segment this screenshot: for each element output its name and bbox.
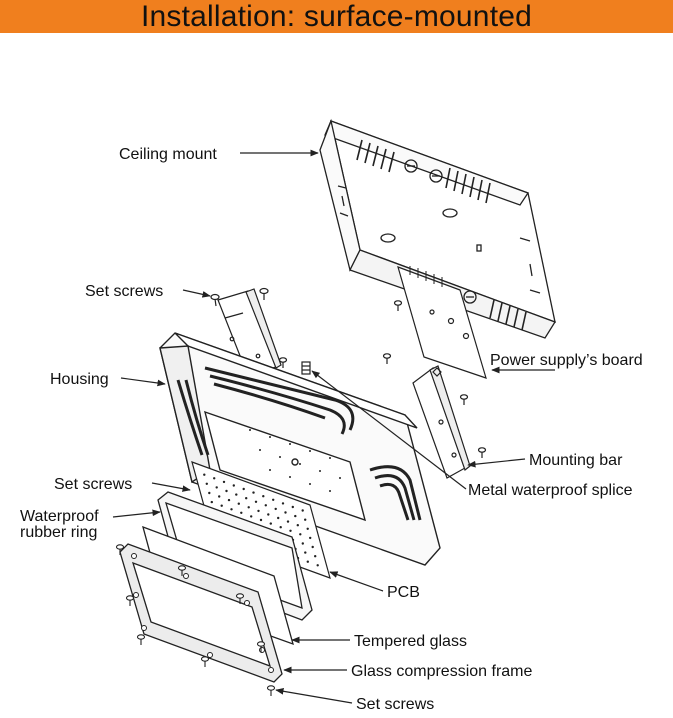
mounting-bar-left-part — [217, 288, 282, 377]
label-glass-compression-frame: Glass compression frame — [351, 663, 532, 680]
pcb-led-dot — [257, 509, 260, 513]
pcb-led-dot — [272, 498, 275, 501]
pcb-led-dot — [222, 480, 226, 484]
pcb-led-dot — [254, 500, 258, 503]
label-set-screws-top: Set screws — [85, 283, 163, 300]
pcb-led-dot — [279, 526, 282, 529]
pcb-led-dot — [230, 508, 233, 511]
title-banner: Installation: surface-mounted — [0, 0, 673, 33]
pcb-led-dot — [247, 506, 250, 509]
label-tempered-glass: Tempered glass — [354, 633, 467, 650]
pcb-led-dot — [262, 495, 265, 498]
pcb-led-dot — [301, 542, 304, 545]
pcb-led-dot — [205, 482, 208, 485]
housing-part — [159, 332, 441, 566]
pcb-led-dot — [235, 493, 238, 496]
pcb-led-dot — [267, 513, 270, 516]
pcb-led-dot — [311, 545, 314, 549]
pcb-led-dot — [274, 507, 277, 511]
pcb-led-dot — [218, 495, 221, 498]
pcb-led-dot — [286, 520, 290, 523]
pcb-led-dot — [291, 505, 294, 509]
label-power-supply-board: Power supply’s board — [490, 352, 643, 369]
pcb-led-dot — [306, 560, 309, 563]
label-metal-waterproof-splice: Metal waterproof splice — [468, 482, 633, 499]
pcb-led-dot — [215, 486, 218, 489]
pcb-led-dot — [306, 527, 309, 530]
pcb-led-dot — [309, 536, 312, 540]
leader-splice — [311, 370, 467, 490]
label-set-screws-mid: Set screws — [54, 476, 132, 493]
label-ceiling-mount: Ceiling mount — [119, 146, 217, 163]
pcb-led-dot — [220, 504, 223, 507]
leader-rubber-ring — [112, 509, 161, 518]
pcb-led-dot — [299, 533, 302, 536]
label-housing: Housing — [50, 371, 109, 388]
leader-set-screws-mid — [151, 482, 191, 492]
pcb-led-dot — [213, 477, 216, 480]
leader-housing — [120, 377, 166, 387]
pcb-led-dot — [208, 491, 211, 495]
pcb-led-dot — [294, 514, 297, 518]
label-rubber-ring-line1: Waterproof — [20, 508, 99, 525]
pcb-led-dot — [232, 484, 235, 487]
pcb-led-dot — [264, 504, 267, 507]
pcb-led-dot — [296, 524, 299, 527]
pcb-led-dot — [289, 529, 292, 532]
pcb-led-dot — [210, 500, 213, 504]
compression-frame-part — [119, 543, 283, 683]
label-set-screws-bottom: Set screws — [356, 696, 434, 713]
leader-set-screws-top — [182, 289, 211, 298]
pcb-led-dot — [242, 487, 245, 491]
pcb-led-dot — [203, 473, 206, 476]
pcb-led-dot — [237, 502, 240, 505]
pcb-led-dot — [227, 498, 231, 502]
mounting-bar-right-part — [412, 365, 471, 479]
pcb-led-dot — [316, 564, 319, 567]
part-labels: Ceiling mount Set screws Housing Set scr… — [20, 146, 643, 713]
leader-mounting-bar — [467, 458, 526, 468]
frame-screws — [115, 544, 276, 696]
label-rubber-ring-line2: rubber ring — [20, 524, 97, 541]
loose-screws — [210, 287, 487, 458]
power-supply-board-part — [397, 266, 487, 379]
pcb-led-dot — [304, 551, 307, 554]
label-mounting-bar: Mounting bar — [529, 452, 623, 469]
page-title: Installation: surface-mounted — [140, 0, 532, 33]
pcb-led-dot — [240, 511, 243, 514]
pcb-led-dot — [301, 509, 304, 512]
pcb-led-dot — [225, 489, 228, 493]
pcb-led-dot — [269, 522, 272, 525]
pcb-led-dot — [245, 497, 248, 500]
pcb-led-dot — [277, 516, 280, 520]
pcb-led-dot — [259, 518, 263, 522]
pcb-led-dot — [250, 515, 253, 518]
pcb-led-dot — [281, 502, 285, 505]
leader-set-screws-bottom — [275, 687, 353, 704]
pcb-led-dot — [284, 511, 287, 514]
leader-lines — [112, 149, 555, 704]
pcb-led-dot — [314, 555, 317, 558]
leader-pcb — [329, 571, 384, 592]
pcb-led-dot — [304, 518, 307, 521]
label-pcb: PCB — [387, 584, 420, 601]
pcb-led-dot — [252, 491, 255, 494]
